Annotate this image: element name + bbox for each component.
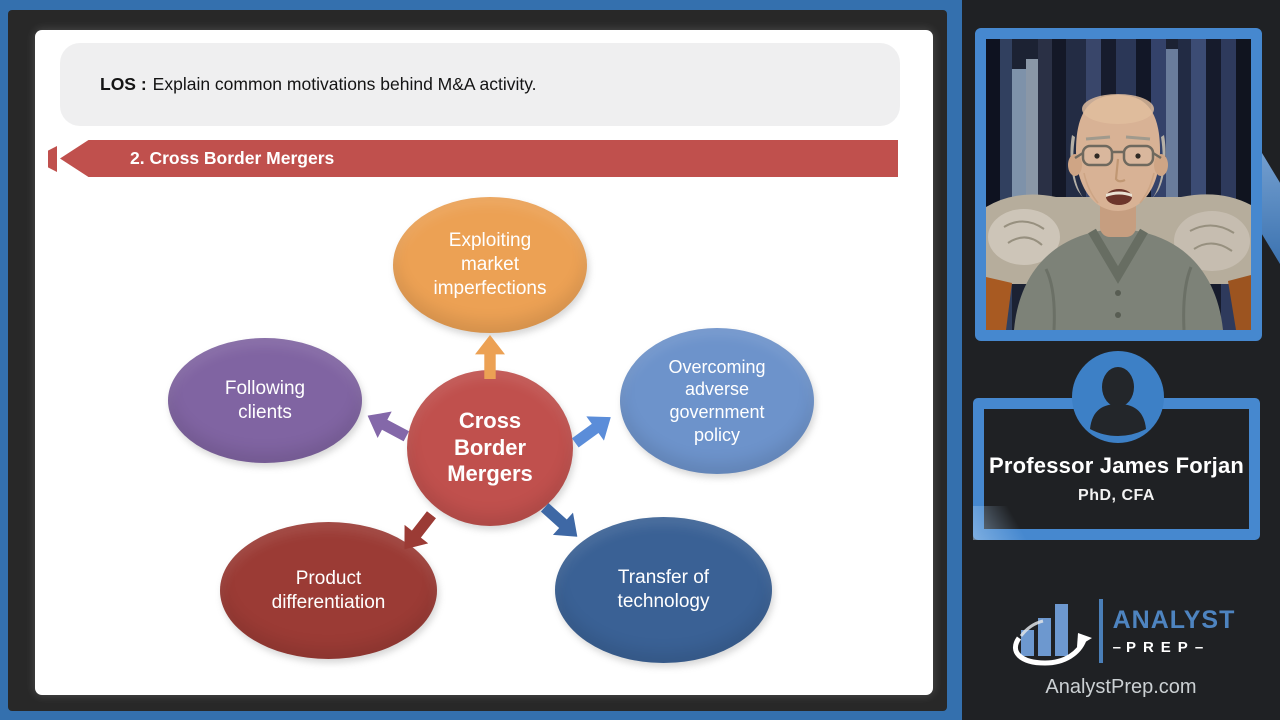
logo-prep-text: – PREP – <box>1113 639 1236 656</box>
webcam-video <box>986 39 1251 330</box>
logo-divider <box>1098 599 1103 663</box>
node-right-line: government <box>669 402 765 422</box>
node-top-line: imperfections <box>433 277 547 299</box>
center-node-line: Cross <box>458 407 522 433</box>
section-banner-label: 2. Cross Border Mergers <box>130 148 335 168</box>
node-right-line: Overcoming <box>668 356 766 377</box>
decorative-flair <box>1259 148 1280 264</box>
avatar <box>1072 351 1164 443</box>
slide-panel: LOS : Explain common motivations behind … <box>8 10 947 711</box>
slide: LOS : Explain common motivations behind … <box>35 30 933 695</box>
node-br-line: technology <box>617 591 710 612</box>
logo-chart-icon <box>1012 604 1092 666</box>
logo-text: ANALYST – PREP – <box>1113 606 1236 656</box>
website-url: AnalystPrep.com <box>1045 676 1197 698</box>
presenter-credentials: PhD, CFA <box>1078 487 1155 504</box>
diagram-node-bottom-left: Product differentiation <box>220 522 437 659</box>
logo-analyst-text: ANALYST <box>1112 606 1236 634</box>
node-right-line: policy <box>693 424 741 445</box>
person-icon <box>1090 367 1146 436</box>
node-left-line: clients <box>238 401 292 423</box>
center-node-line: Border <box>453 434 527 460</box>
logo-dash: – <box>1194 639 1204 656</box>
los-text: Explain common motivations behind M&A ac… <box>152 74 537 94</box>
sidebar: Professor James Forjan PhD, CFA ANALYST … <box>962 0 1280 720</box>
webcam-frame <box>975 28 1262 341</box>
diagram-node-right: Overcoming adverse government policy <box>620 328 814 474</box>
diagram-node-top: Exploiting market imperfections <box>393 197 587 333</box>
center-node-line: Mergers <box>447 461 533 487</box>
node-bl-line: Product <box>295 567 362 589</box>
node-bl-line: differentiation <box>271 591 386 613</box>
node-top-line: market <box>460 254 520 276</box>
arrow-up-left-icon <box>361 402 414 449</box>
logo-dash: – <box>1112 639 1121 656</box>
logo-prep: PREP <box>1125 639 1195 656</box>
diagram-node-bottom-right: Transfer of technology <box>555 517 772 663</box>
diagram-center-node: Cross Border Mergers <box>407 370 573 526</box>
arrow-up-right-icon <box>566 405 619 455</box>
diagram-node-left: Following clients <box>168 338 362 463</box>
node-br-line: Transfer of <box>617 567 710 589</box>
node-top-line: Exploiting <box>448 230 532 252</box>
los-label: LOS : <box>100 74 147 94</box>
section-banner-tail <box>48 146 57 172</box>
section-banner: 2. Cross Border Mergers <box>60 140 898 177</box>
los-box: LOS : Explain common motivations behind … <box>60 43 900 126</box>
node-left-line: Following <box>224 377 306 399</box>
node-right-line: adverse <box>684 379 750 400</box>
presenter-name: Professor James Forjan <box>988 453 1245 478</box>
analystprep-logo: ANALYST – PREP – <box>962 592 1280 670</box>
